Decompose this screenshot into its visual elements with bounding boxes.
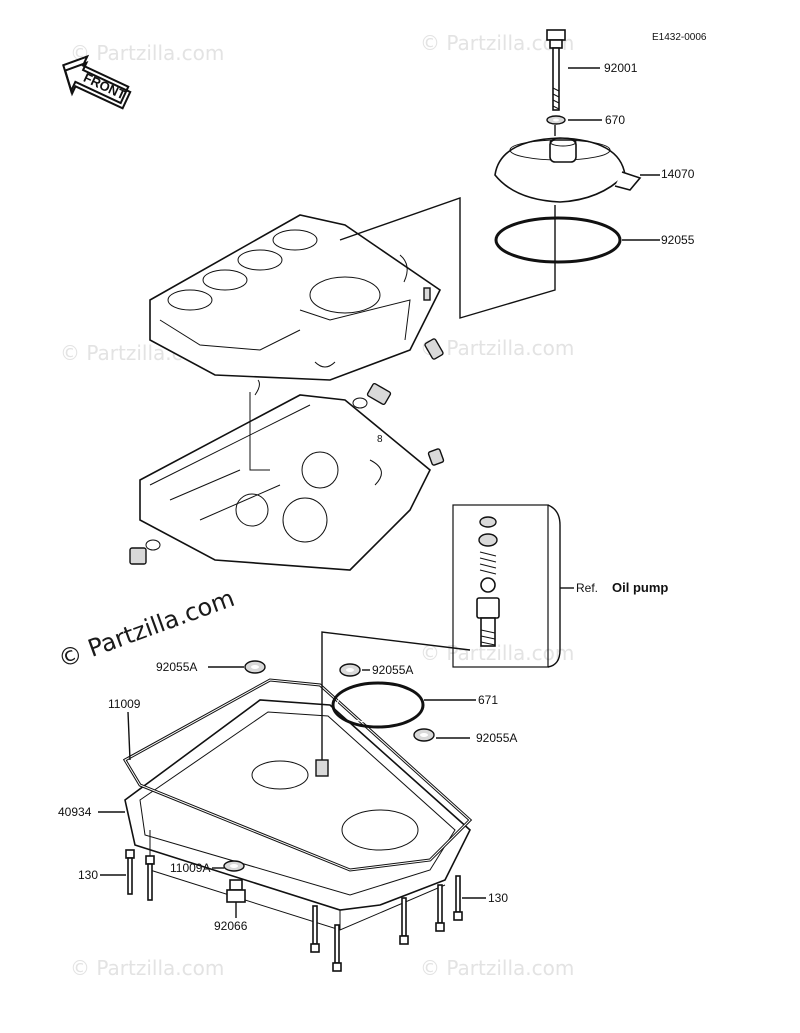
o-ring-671: 671 bbox=[331, 681, 498, 729]
seal-92055A-right: 92055A bbox=[413, 728, 517, 745]
ref-oil-pump: Oil pump bbox=[612, 580, 668, 595]
callout-92055A-mid: 92055A bbox=[372, 663, 413, 677]
crankcase-fittings: 8 bbox=[129, 287, 445, 565]
ref-label: Ref. bbox=[576, 581, 598, 595]
callout-130-right: 130 bbox=[488, 891, 508, 905]
bolts-130-right: 130 bbox=[310, 875, 508, 972]
watermark-1: © Partzilla.com bbox=[70, 41, 224, 65]
bolts-130-left: 130 bbox=[78, 849, 155, 901]
cover-14070: 14070 bbox=[494, 137, 695, 203]
watermark-7: © Partzilla.com bbox=[420, 956, 574, 980]
diagram-code: E1432-0006 bbox=[652, 32, 707, 43]
lower-crankcase bbox=[139, 379, 432, 571]
bolt-92001: 92001 bbox=[546, 29, 638, 111]
oil-pump-reference: Ref. Oil pump bbox=[452, 504, 668, 668]
watermark-main: © Partzilla.com bbox=[54, 584, 238, 674]
callout-671: 671 bbox=[478, 693, 498, 707]
callout-14070: 14070 bbox=[661, 167, 695, 181]
callout-11009: 11009 bbox=[108, 697, 141, 711]
callout-670: 670 bbox=[605, 113, 625, 127]
watermark-6: © Partzilla.com bbox=[70, 956, 224, 980]
washer-11009A: 11009A bbox=[170, 860, 245, 875]
callout-11009A: 11009A bbox=[170, 861, 210, 875]
seal-92055A-left: 92055A bbox=[156, 660, 266, 674]
pan-pump-fitting bbox=[315, 759, 329, 777]
callout-40934: 40934 bbox=[58, 805, 92, 819]
o-ring-92055: 92055 bbox=[494, 216, 695, 264]
leader-cover-to-case bbox=[339, 197, 556, 319]
watermark-5: © Partzilla.com bbox=[420, 641, 574, 665]
watermark-4: © Partzilla.com bbox=[420, 336, 574, 360]
callout-92055A-right: 92055A bbox=[476, 731, 517, 745]
callout-92055: 92055 bbox=[661, 233, 695, 247]
callout-130-left: 130 bbox=[78, 868, 98, 882]
leader-11009 bbox=[127, 711, 131, 761]
callout-92055A-left: 92055A bbox=[156, 660, 197, 674]
drain-plug-92066: 92066 bbox=[214, 879, 248, 933]
gasket-11009 bbox=[122, 678, 473, 872]
callout-92066: 92066 bbox=[214, 919, 248, 933]
seal-92055A-mid: 92055A bbox=[339, 663, 413, 677]
callout-92001: 92001 bbox=[604, 61, 638, 75]
washer-670: 670 bbox=[546, 113, 625, 127]
callout-8: 8 bbox=[377, 434, 383, 445]
upper-crankcase bbox=[149, 214, 442, 381]
leader-pump-to-pan bbox=[321, 631, 471, 760]
